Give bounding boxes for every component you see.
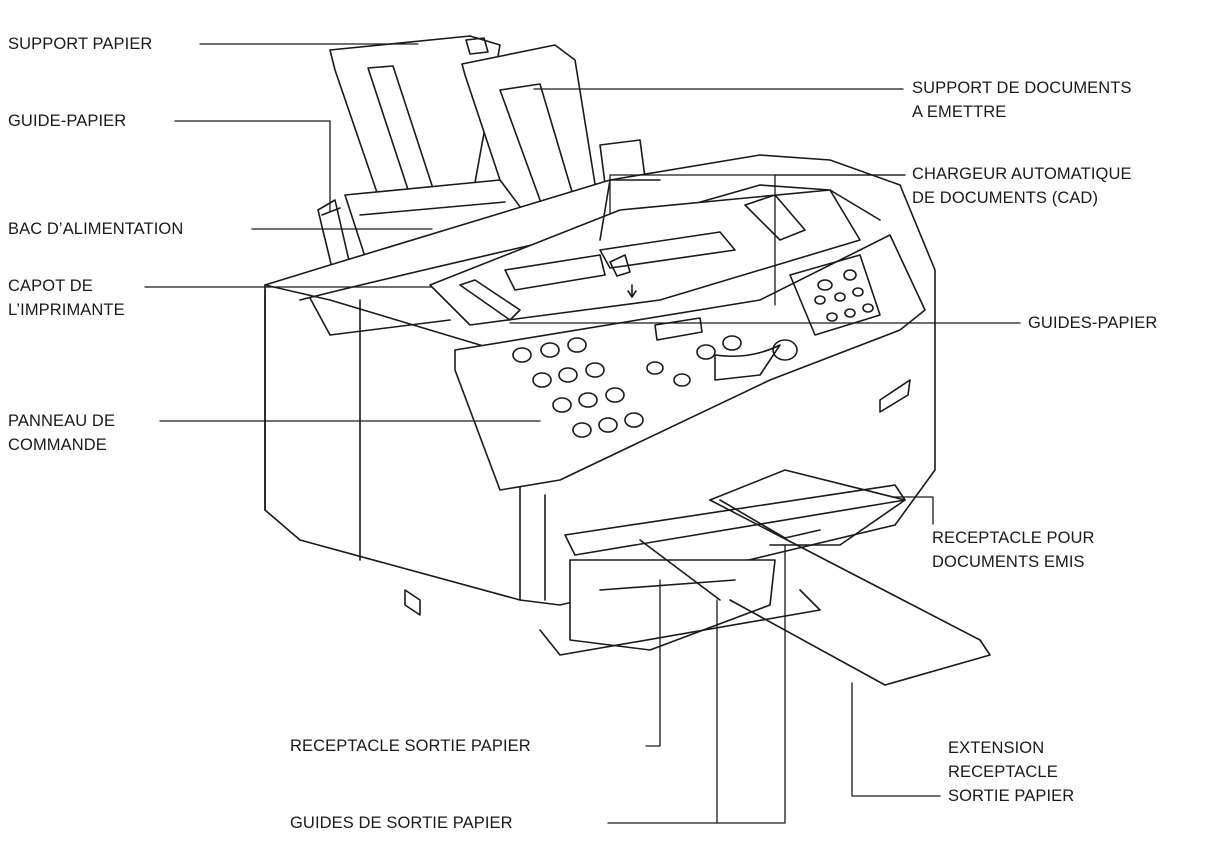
label-guides-sortie-papier: GUIDES DE SORTIE PAPIER — [290, 814, 513, 832]
label-guide-papier: GUIDE-PAPIER — [8, 112, 127, 130]
label-extension-line-1: EXTENSION — [948, 739, 1045, 757]
label-support-papier: SUPPORT PAPIER — [8, 35, 153, 53]
label-bac-alimentation: BAC D’ALIMENTATION — [8, 220, 184, 238]
label-guides-papier: GUIDES-PAPIER — [1028, 314, 1158, 332]
label-extension-receptacle: EXTENSION RECEPTACLE SORTIE PAPIER — [948, 736, 1074, 808]
output-tray-drawing — [404, 379, 991, 686]
label-panneau-line-1: PANNEAU DE — [8, 412, 116, 430]
label-extension-line-3: SORTIE PAPIER — [948, 787, 1075, 805]
label-support-documents: SUPPORT DE DOCUMENTS A EMETTRE — [912, 76, 1132, 124]
label-chargeur-automatique: CHARGEUR AUTOMATIQUE DE DOCUMENTS (CAD) — [912, 162, 1132, 210]
label-receptacle-emis-line-2: DOCUMENTS EMIS — [932, 553, 1085, 571]
keypad-buttons — [512, 269, 874, 438]
label-panneau-commande: PANNEAU DE COMMANDE — [8, 409, 115, 457]
adf-drawing — [429, 179, 861, 326]
label-receptacle-emis-line-1: RECEPTACLE POUR — [932, 529, 1095, 547]
label-receptacle-documents-emis: RECEPTACLE POUR DOCUMENTS EMIS — [932, 526, 1095, 574]
label-support-documents-line-1: SUPPORT DE DOCUMENTS — [912, 79, 1132, 97]
label-capot-line-2: L’IMPRIMANTE — [8, 301, 125, 319]
label-capot-imprimante: CAPOT DE L’IMPRIMANTE — [8, 274, 125, 322]
leader-lines — [144, 43, 1021, 824]
label-chargeur-line-1: CHARGEUR AUTOMATIQUE — [912, 165, 1132, 183]
label-capot-line-1: CAPOT DE — [8, 277, 93, 295]
label-panneau-line-2: COMMANDE — [8, 436, 107, 454]
label-receptacle-sortie-papier: RECEPTACLE SORTIE PAPIER — [290, 737, 531, 755]
control-panel-drawing — [454, 234, 926, 491]
label-chargeur-line-2: DE DOCUMENTS (CAD) — [912, 189, 1099, 207]
label-extension-line-2: RECEPTACLE — [948, 763, 1058, 781]
label-support-documents-line-2: A EMETTRE — [912, 103, 1007, 121]
